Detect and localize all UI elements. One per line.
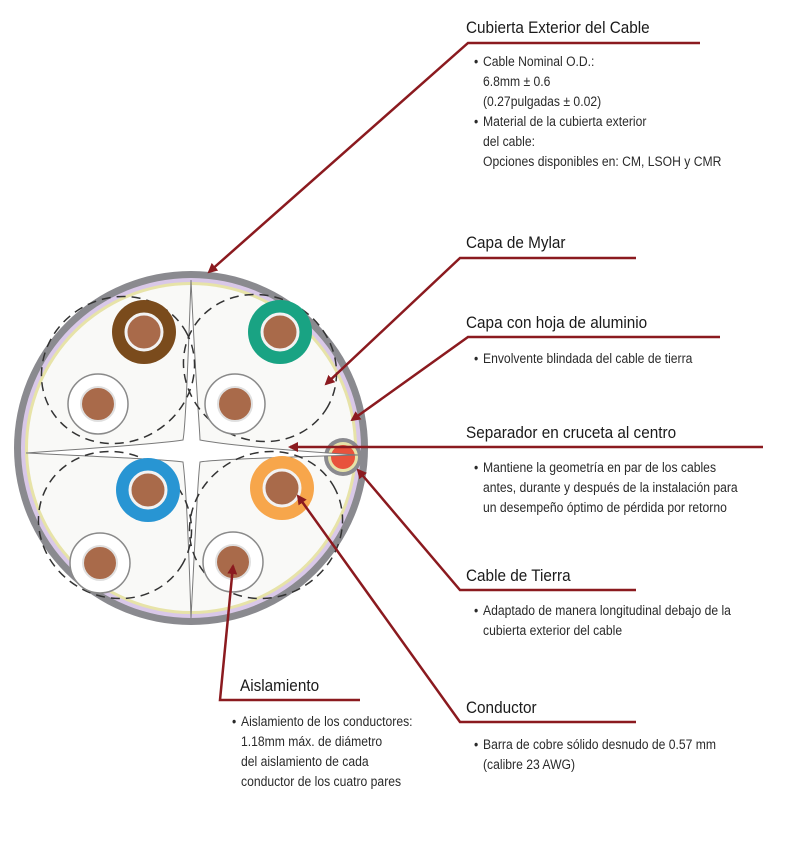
drain-wire	[324, 438, 362, 476]
leader-drain	[356, 468, 636, 592]
leader-insulation	[218, 564, 360, 702]
leader-conductor	[296, 494, 636, 724]
jacket-line-3: Material de la cubierta exterior	[474, 112, 721, 132]
cable-cross-section	[14, 271, 368, 625]
separator-title: Separador en cruceta al centro	[466, 423, 677, 442]
conductor-brown	[112, 300, 176, 364]
drain-line-0: Adaptado de manera longitudinal debajo d…	[474, 601, 731, 621]
insulation-line-1: 1.18mm máx. de diámetro	[241, 734, 383, 749]
conductor-white-1	[67, 373, 129, 435]
cross-separator	[25, 279, 359, 619]
insulation-line-0: Aislamiento de los conductores:	[232, 712, 413, 732]
conductor-line-0: Barra de cobre sólido desnudo de 0.57 mm	[474, 735, 716, 755]
drain-description: Adaptado de manera longitudinal debajo d…	[474, 601, 731, 641]
conductor-line-1: (calibre 23 AWG)	[483, 757, 576, 772]
jacket-description: Cable Nominal O.D.: 6.8mm ± 0.6 (0.27pul…	[474, 52, 721, 172]
insulation-line-2: del aislamiento de cada	[241, 754, 369, 769]
foil-title: Capa con hoja de aluminio	[466, 313, 648, 332]
leader-foil	[350, 335, 720, 422]
jacket-line-1: 6.8mm ± 0.6	[483, 74, 551, 89]
drain-title: Cable de Tierra	[466, 566, 571, 585]
conductor-white-2	[204, 373, 266, 435]
conductor-white-3	[69, 532, 131, 594]
jacket-line-2: (0.27pulgadas ± 0.02)	[483, 94, 602, 109]
conductor-title: Conductor	[466, 698, 537, 717]
insulation-description: Aislamiento de los conductores: 1.18mm m…	[232, 712, 413, 792]
foil-line-0: Envolvente blindada del cable de tierra	[474, 349, 692, 369]
jacket-line-0: Cable Nominal O.D.:	[474, 52, 721, 72]
conductor-orange	[250, 456, 314, 520]
leader-jacket	[207, 41, 700, 274]
jacket-title: Cubierta Exterior del Cable	[466, 18, 650, 37]
conductor-blue	[116, 458, 180, 522]
leader-lines	[207, 41, 763, 724]
separator-line-2: un desempeño óptimo de pérdida por retor…	[483, 500, 727, 515]
conductor-description: Barra de cobre sólido desnudo de 0.57 mm…	[474, 735, 716, 775]
separator-description: Mantiene la geometría en par de los cabl…	[474, 458, 738, 518]
conductor-white-4	[202, 531, 264, 593]
conductor-green	[248, 300, 312, 364]
drain-line-1: cubierta exterior del cable	[483, 623, 623, 638]
leader-mylar	[324, 256, 636, 386]
insulation-title: Aislamiento	[240, 676, 320, 695]
foil-description: Envolvente blindada del cable de tierra	[474, 349, 692, 369]
separator-line-0: Mantiene la geometría en par de los cabl…	[474, 458, 738, 478]
mylar-title: Capa de Mylar	[466, 233, 566, 252]
separator-line-1: antes, durante y después de la instalaci…	[483, 480, 738, 495]
jacket-line-4: del cable:	[483, 134, 536, 149]
jacket-line-5: Opciones disponibles en: CM, LSOH y CMR	[483, 154, 722, 169]
insulation-line-3: conductor de los cuatro pares	[241, 774, 402, 789]
